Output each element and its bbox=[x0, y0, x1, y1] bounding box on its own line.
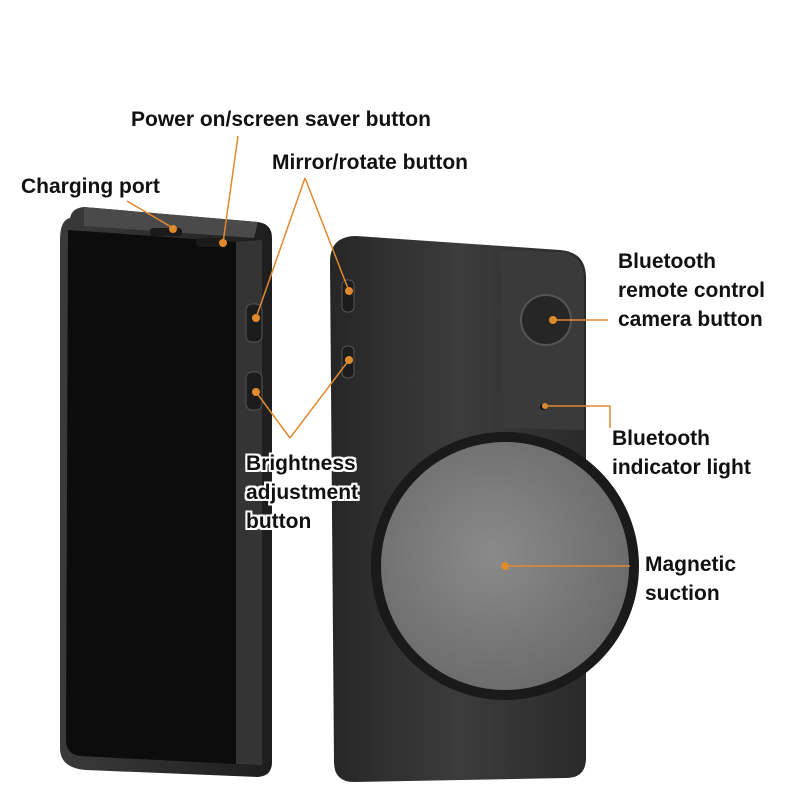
label-charging-port: Charging port bbox=[21, 175, 160, 198]
screen bbox=[66, 230, 236, 764]
label-brightness-button: Brightness adjustment button bbox=[246, 452, 359, 533]
power-button bbox=[196, 238, 222, 247]
label-power-button: Power on/screen saver button bbox=[131, 108, 431, 131]
label-bt-indicator: Bluetooth indicator light bbox=[612, 427, 751, 479]
mirror-button-right bbox=[341, 279, 355, 313]
label-mirror-button: Mirror/rotate button bbox=[272, 151, 468, 174]
rear-device bbox=[330, 236, 639, 782]
callout-lines bbox=[126, 135, 630, 567]
charging-port bbox=[150, 228, 182, 236]
label-bt-camera-button: Bluetooth remote control camera button bbox=[618, 250, 766, 331]
screen-device bbox=[60, 207, 272, 777]
label-magnetic-suction: Magnetic suction bbox=[645, 553, 737, 605]
callout-dots bbox=[169, 225, 557, 570]
